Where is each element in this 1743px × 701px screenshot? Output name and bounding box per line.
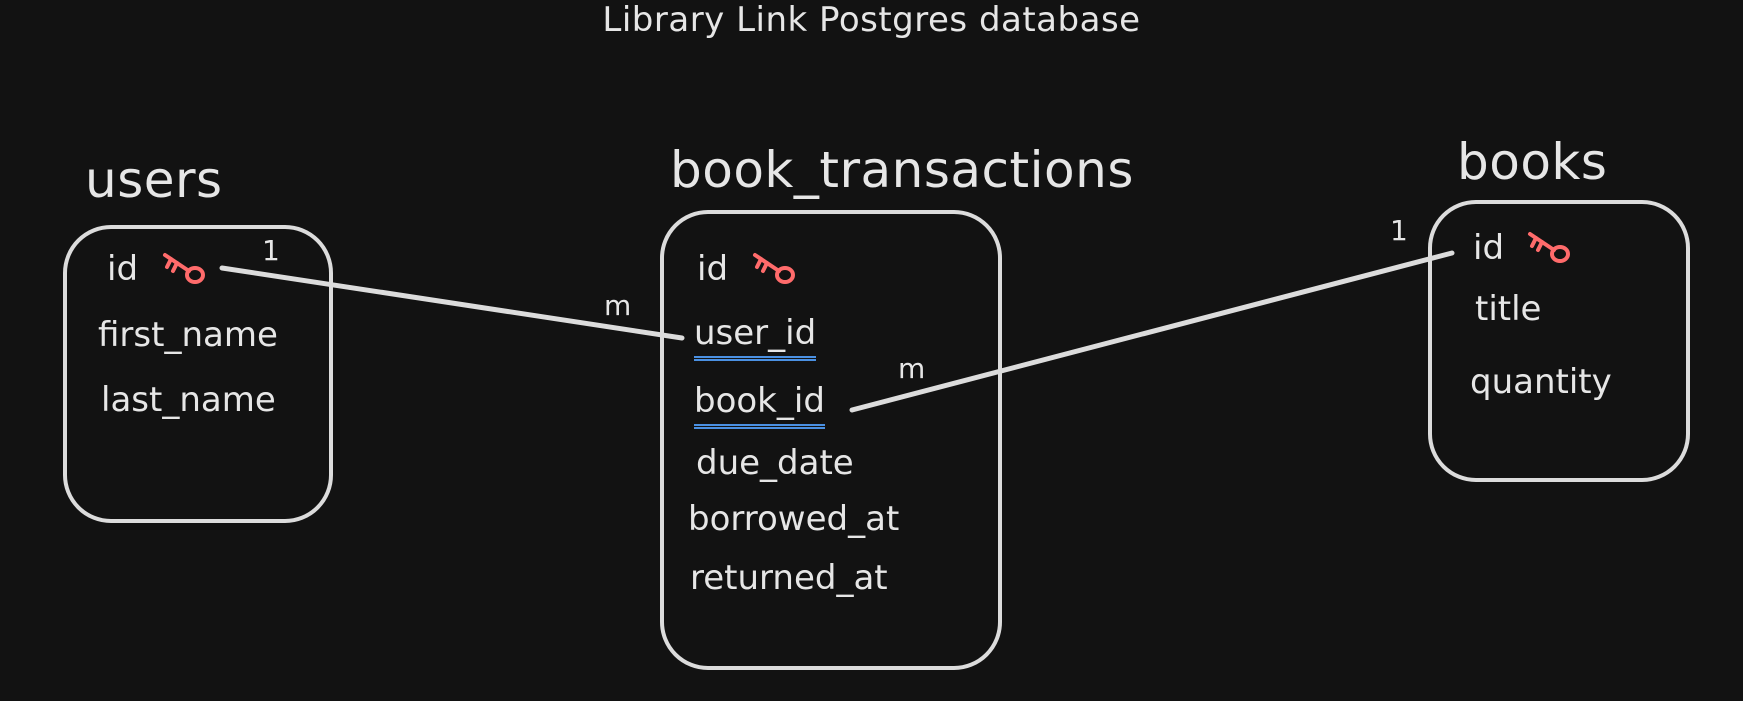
relationship-line-users-transactions xyxy=(219,265,685,341)
table-title-books: books xyxy=(1457,133,1608,191)
table-title-book-transactions: book_transactions xyxy=(670,141,1134,199)
field-users-first-name: first_name xyxy=(98,315,278,355)
field-transactions-id: id xyxy=(697,249,729,289)
primary-key-icon xyxy=(163,253,205,284)
table-box-books[interactable] xyxy=(1428,200,1690,482)
table-box-book-transactions[interactable] xyxy=(660,210,1002,670)
cardinality-transactions-book-many: m xyxy=(898,352,926,385)
diagram-title: Library Link Postgres database xyxy=(602,0,1141,40)
field-transactions-borrowed-at: borrowed_at xyxy=(688,499,900,539)
field-transactions-returned-at: returned_at xyxy=(690,558,888,598)
field-transactions-due-date: due_date xyxy=(696,443,854,483)
field-transactions-book-id: book_id xyxy=(694,384,825,429)
primary-key-icon xyxy=(753,253,795,284)
field-books-quantity: quantity xyxy=(1470,362,1612,402)
primary-key-icon xyxy=(1528,232,1570,263)
table-title-users: users xyxy=(85,151,223,209)
field-books-title: title xyxy=(1475,289,1542,329)
field-users-last-name: last_name xyxy=(101,380,276,420)
cardinality-transactions-user-many: m xyxy=(604,289,632,322)
relationship-line-books-transactions xyxy=(849,250,1455,413)
cardinality-books-one: 1 xyxy=(1390,214,1408,247)
cardinality-users-one: 1 xyxy=(262,234,280,267)
field-users-id: id xyxy=(107,249,139,289)
table-box-users[interactable] xyxy=(63,225,333,523)
field-transactions-user-id: user_id xyxy=(694,316,817,361)
field-books-id: id xyxy=(1473,228,1505,268)
